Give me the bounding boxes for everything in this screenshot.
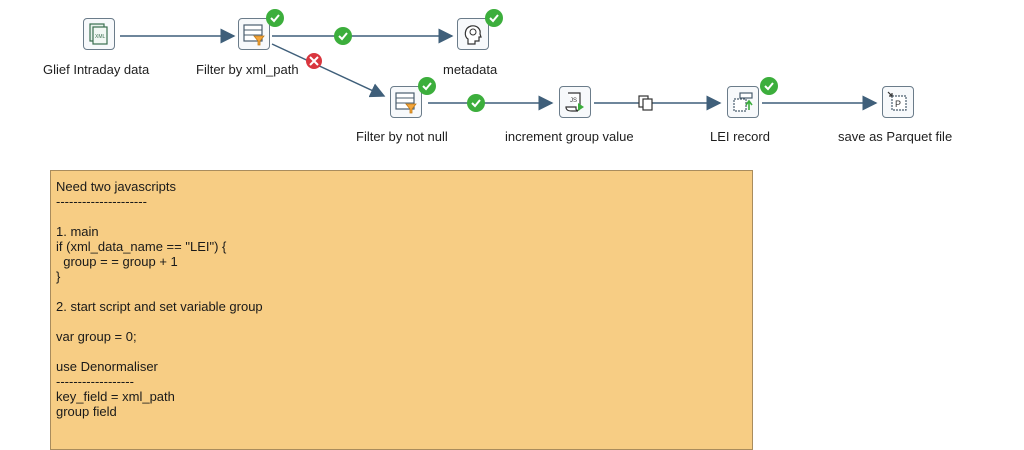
note-line: 2. start script and set variable group bbox=[56, 299, 263, 314]
note-line bbox=[56, 284, 747, 299]
note-line: --------------------- bbox=[56, 194, 147, 209]
hop-ok-icon bbox=[467, 94, 485, 112]
step-label-filter-not-null: Filter by not null bbox=[356, 129, 448, 144]
success-check-icon bbox=[266, 9, 284, 27]
step-label-increment: increment group value bbox=[505, 129, 634, 144]
success-check-icon bbox=[485, 9, 503, 27]
step-increment-group-value[interactable]: JS bbox=[559, 86, 595, 122]
step-label-save-parquet: save as Parquet file bbox=[838, 129, 953, 144]
notepad[interactable]: Need two javascripts -------------------… bbox=[50, 170, 753, 450]
note-line: key_field = xml_path bbox=[56, 389, 175, 404]
note-line: Need two javascripts bbox=[56, 179, 176, 194]
note-line: var group = 0; bbox=[56, 329, 137, 344]
svg-text:JS: JS bbox=[570, 98, 577, 104]
note-line bbox=[56, 344, 747, 359]
note-line: if (xml_data_name == "LEI") { bbox=[56, 239, 227, 254]
step-filter-by-xml-path[interactable] bbox=[238, 9, 322, 69]
step-metadata[interactable] bbox=[457, 9, 503, 54]
xml-input-icon: XML bbox=[83, 18, 115, 50]
metadata-head-icon bbox=[457, 18, 489, 50]
filter-rows-icon bbox=[238, 18, 270, 50]
step-lei-record[interactable] bbox=[727, 77, 778, 122]
note-line: ------------------ bbox=[56, 374, 134, 389]
success-check-icon bbox=[760, 77, 778, 95]
note-line: } bbox=[56, 269, 61, 284]
note-line: group = = group + 1 bbox=[56, 254, 178, 269]
success-check-icon bbox=[418, 77, 436, 95]
hop-filter-to-notnull[interactable] bbox=[271, 43, 386, 98]
copy-rows-icon bbox=[638, 95, 653, 111]
step-label-metadata: metadata bbox=[443, 62, 498, 77]
step-gleif-intraday[interactable]: XML bbox=[83, 18, 119, 54]
note-line bbox=[56, 209, 747, 224]
note-line: group field bbox=[56, 404, 117, 419]
step-label-filter-xml: Filter by xml_path bbox=[196, 62, 299, 77]
note-line: 1. main bbox=[56, 224, 99, 239]
step-save-parquet[interactable]: P bbox=[882, 86, 918, 122]
filter-rows-icon bbox=[390, 86, 422, 118]
hop-ok-icon bbox=[334, 27, 352, 45]
note-line: use Denormaliser bbox=[56, 359, 158, 374]
step-filter-by-not-null[interactable] bbox=[390, 77, 436, 122]
note-line bbox=[56, 314, 747, 329]
svg-text:P: P bbox=[895, 99, 901, 109]
parquet-output-icon: P bbox=[882, 86, 914, 118]
denormaliser-icon bbox=[727, 86, 759, 118]
error-hop-icon bbox=[306, 53, 322, 69]
step-label-gleif: Glief Intraday data bbox=[43, 62, 150, 77]
svg-text:XML: XML bbox=[95, 34, 106, 40]
step-label-lei-record: LEI record bbox=[710, 129, 770, 144]
javascript-icon: JS bbox=[559, 86, 591, 118]
